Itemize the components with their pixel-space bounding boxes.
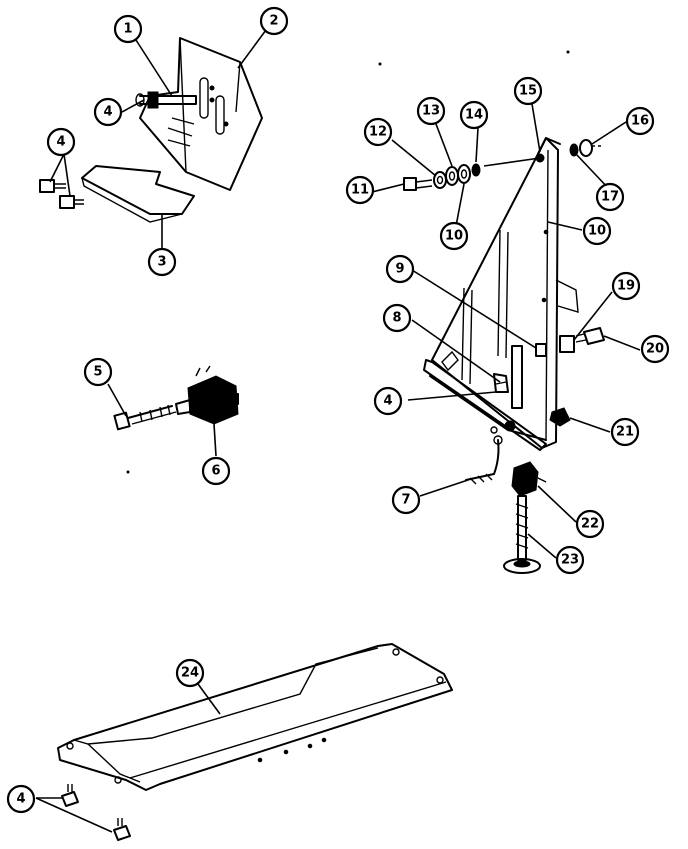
svg-text:16: 16 [631,114,649,129]
part-16-screw [579,139,604,157]
part-4-screws-bottom [61,784,131,841]
callout-21: 21 [610,417,640,447]
svg-text:8: 8 [392,311,401,326]
part-21-nut [549,407,571,427]
part-8-spring-clip [493,373,509,393]
svg-text:14: 14 [465,108,483,123]
callout-3: 3 [147,247,177,277]
svg-text:19: 19 [617,279,635,294]
part-5-long-screw [113,404,177,431]
part-24-base-bracket [57,643,453,791]
part-18-washer [457,164,471,184]
svg-text:3: 3 [157,255,166,270]
part-10-main-panel [423,137,579,451]
svg-text:4: 4 [103,105,112,120]
part-3-flat-plate [81,165,195,223]
callout-19: 19 [611,271,641,301]
part-13-washer [445,166,459,186]
part-14-nut [471,163,481,177]
part-4-screws-top-left [39,179,84,209]
svg-text:4: 4 [16,792,25,807]
callout-12: 12 [363,117,393,147]
svg-text:15: 15 [519,84,537,99]
part-6-switch-component [175,365,239,425]
svg-text:6: 6 [211,464,220,479]
svg-text:21: 21 [616,425,634,440]
part-9-bracket-clip [535,343,547,357]
callout-15: 15 [513,76,543,106]
svg-text:5: 5 [93,365,102,380]
svg-text:1: 1 [123,22,132,37]
callout-22: 22 [575,509,605,539]
part-11-screw [403,177,433,191]
callout-13: 13 [416,96,446,126]
callout-4: 4 [373,386,403,416]
callout-2: 2 [259,6,289,36]
part-12-washer [433,171,447,189]
svg-text:22: 22 [581,517,599,532]
part-1-shaft [135,91,197,109]
part-19-clip [559,335,575,353]
svg-text:9: 9 [395,262,404,277]
callout-20: 20 [640,334,670,364]
callout-6: 6 [201,456,231,486]
callout-9: 9 [385,254,415,284]
callout-4: 4 [93,97,123,127]
svg-text:20: 20 [646,342,664,357]
callout-16: 16 [625,106,655,136]
part-7-wire-cable [465,435,503,485]
callout-5: 5 [83,357,113,387]
callout-10: 10 [439,221,469,251]
svg-text:10: 10 [588,224,606,239]
callout-23: 23 [555,545,585,575]
callout-8: 8 [382,303,412,333]
callout-11: 11 [345,175,375,205]
svg-text:23: 23 [561,553,579,568]
callout-4: 4 [6,784,36,814]
svg-text:17: 17 [601,190,619,205]
part-17-washer [569,143,579,157]
callout-7: 7 [391,485,421,515]
callout-1: 1 [113,14,143,44]
callout-4: 4 [46,127,76,157]
part-2-bracket-plate [139,37,263,191]
svg-text:11: 11 [351,183,369,198]
callout-14: 14 [459,100,489,130]
callout-10: 10 [582,216,612,246]
leader-lines [35,29,641,833]
svg-text:2: 2 [269,14,278,29]
part-22-foot-bracket [511,461,547,497]
svg-text:24: 24 [181,666,199,681]
svg-text:4: 4 [383,394,392,409]
part-20-screw [575,327,605,345]
svg-text:10: 10 [445,229,463,244]
svg-text:12: 12 [369,125,387,140]
part-23-leveling-foot [503,495,541,574]
callout-24: 24 [175,658,205,688]
svg-text:7: 7 [401,493,410,508]
svg-text:13: 13 [422,104,440,119]
svg-text:4: 4 [56,135,65,150]
callout-17: 17 [595,182,625,212]
